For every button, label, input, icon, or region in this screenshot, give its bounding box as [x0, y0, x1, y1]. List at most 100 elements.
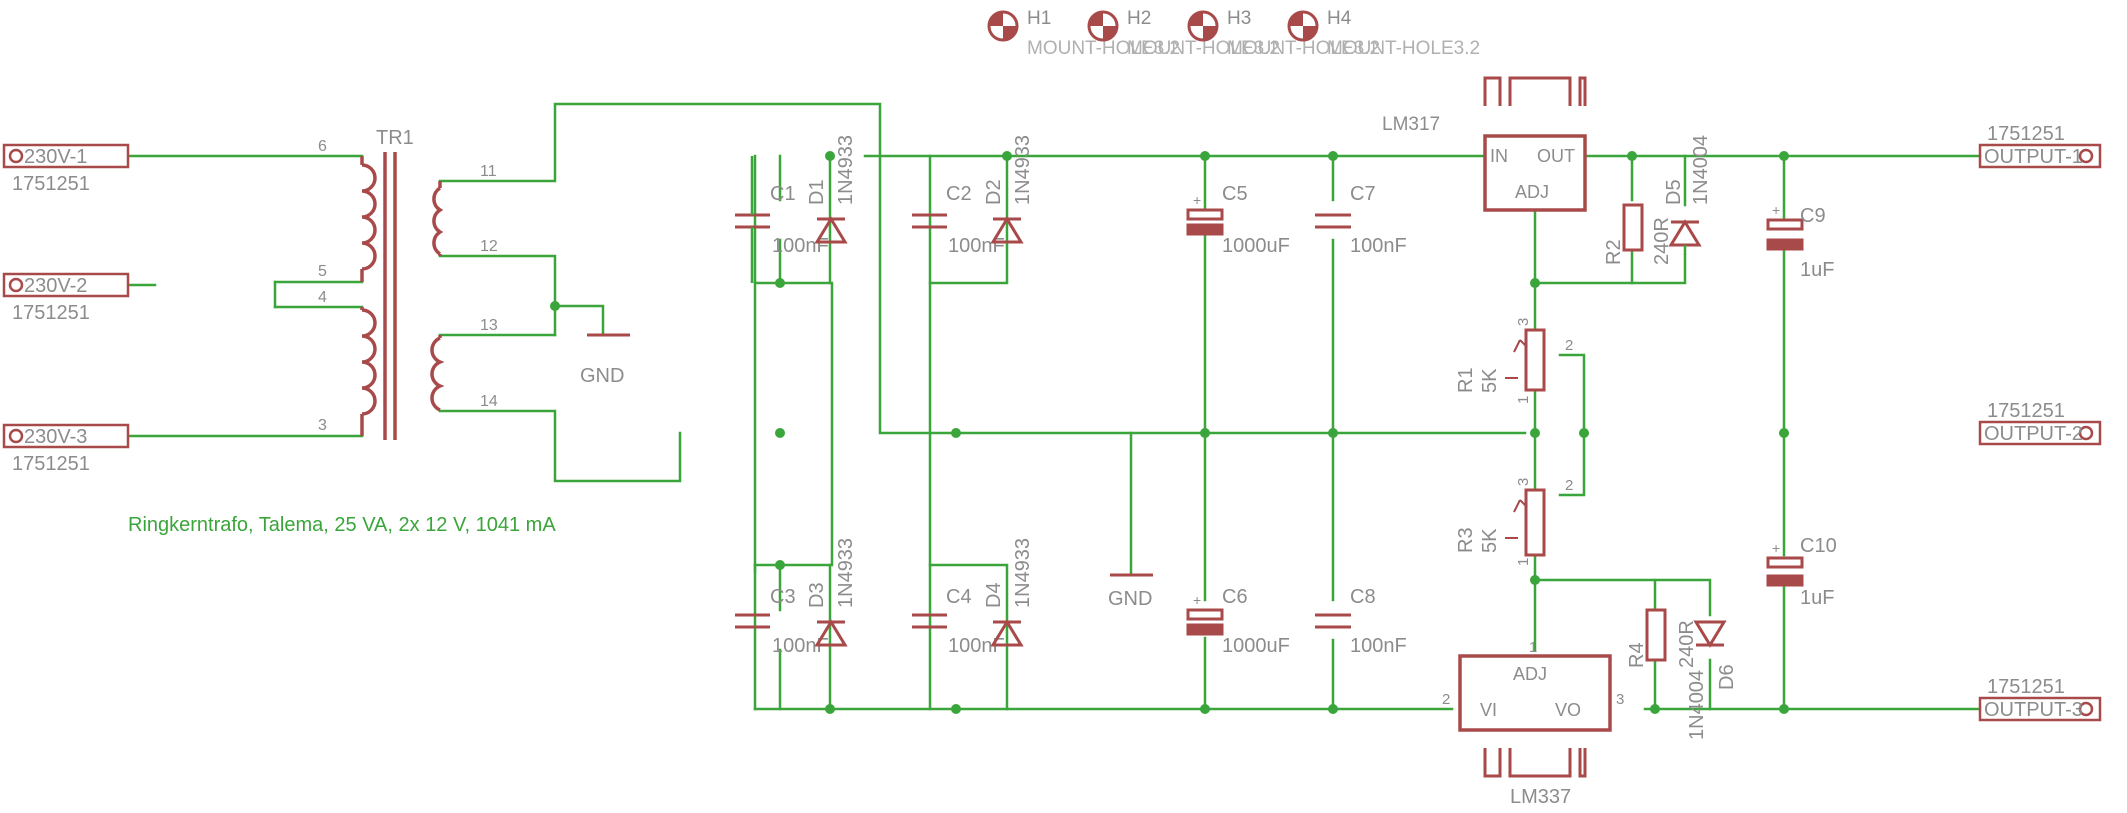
capacitor-c3[interactable]: C3 100nF: [735, 586, 829, 657]
diode-d3[interactable]: D3 1N4933: [806, 538, 857, 647]
svg-text:5K: 5K: [1479, 368, 1501, 393]
svg-text:LM337: LM337: [1510, 786, 1571, 808]
svg-text:2: 2: [1565, 337, 1573, 354]
svg-text:100nF: 100nF: [772, 235, 829, 257]
svg-text:1N4933: 1N4933: [835, 538, 857, 608]
svg-text:12: 12: [480, 238, 498, 255]
connector-output-3[interactable]: OUTPUT-3 1751251: [1978, 676, 2102, 722]
capacitor-c9[interactable]: + C9 1uF: [1766, 202, 1834, 281]
svg-text:100nF: 100nF: [772, 635, 829, 657]
svg-text:IN: IN: [1490, 146, 1508, 166]
svg-text:1: 1: [1529, 639, 1537, 656]
diode-d1[interactable]: D1 1N4933: [806, 135, 857, 244]
svg-text:C8: C8: [1350, 586, 1376, 608]
transformer-tr1[interactable]: TR1 6 5 4 3 11 12 13 14: [318, 127, 498, 440]
svg-text:5: 5: [318, 263, 327, 280]
potentiometer-r1[interactable]: R1 5K 3 2 1: [1455, 318, 1573, 404]
svg-text:1N4933: 1N4933: [1012, 538, 1034, 608]
svg-text:VO: VO: [1555, 700, 1581, 720]
svg-text:1000uF: 1000uF: [1222, 235, 1290, 257]
connector-230v-3[interactable]: 230V-3 1751251: [2, 423, 130, 475]
capacitor-c2[interactable]: C2 100nF: [912, 183, 1005, 257]
junctions: [550, 151, 1789, 714]
svg-text:3: 3: [1616, 691, 1624, 708]
svg-text:+: +: [1193, 592, 1201, 608]
capacitor-c6[interactable]: + C6 1000uF: [1186, 586, 1290, 657]
diode-d5[interactable]: D5 1N4004: [1663, 135, 1712, 255]
svg-text:1: 1: [1515, 558, 1532, 566]
svg-text:C9: C9: [1800, 205, 1826, 227]
svg-text:+: +: [1772, 540, 1780, 556]
svg-text:1N4004: 1N4004: [1686, 670, 1708, 740]
svg-text:H4: H4: [1327, 8, 1352, 29]
svg-text:240R: 240R: [1651, 217, 1673, 265]
svg-text:GND: GND: [1108, 588, 1152, 610]
connector-230v-1[interactable]: 230V-1 1751251: [2, 143, 130, 195]
svg-text:C4: C4: [946, 586, 972, 608]
diode-d4[interactable]: D4 1N4933: [983, 538, 1034, 647]
capacitor-c8[interactable]: C8 100nF: [1315, 586, 1407, 657]
svg-text:1uF: 1uF: [1800, 587, 1834, 609]
gnd-symbol-1: GND: [580, 333, 630, 387]
svg-text:3: 3: [1515, 318, 1532, 326]
svg-text:H2: H2: [1127, 8, 1151, 29]
svg-text:2: 2: [1442, 691, 1450, 708]
mount-hole-h3[interactable]: H3 MOUNT-HOLE3.2: [1187, 8, 1380, 59]
regulator-lm337[interactable]: ADJ VI VO LM337 1 2 3: [1442, 639, 1624, 808]
svg-text:1N4933: 1N4933: [1012, 135, 1034, 205]
svg-text:C1: C1: [770, 183, 796, 205]
connector-output-2[interactable]: OUTPUT-2 1751251: [1978, 400, 2102, 446]
capacitor-c7[interactable]: C7 100nF: [1315, 183, 1407, 257]
capacitor-c10[interactable]: + C10 1uF: [1766, 535, 1837, 609]
svg-text:D4: D4: [983, 582, 1005, 608]
transformer-note: Ringkerntrafo, Talema, 25 VA, 2x 12 V, 1…: [128, 514, 556, 536]
svg-text:ADJ: ADJ: [1515, 182, 1549, 202]
capacitor-c1[interactable]: C1 100nF: [735, 156, 829, 283]
svg-text:D1: D1: [806, 179, 828, 205]
connector-230v-2[interactable]: 230V-2 1751251: [2, 272, 130, 324]
svg-text:1751251: 1751251: [12, 173, 90, 195]
capacitor-c5[interactable]: + C5 1000uF: [1186, 183, 1290, 257]
connector-output-1[interactable]: OUTPUT-1 1751251: [1978, 123, 2102, 169]
svg-text:D5: D5: [1663, 179, 1685, 205]
svg-text:MOUNT-HOLE3.2: MOUNT-HOLE3.2: [1227, 38, 1380, 59]
mount-hole-h4[interactable]: H4 MOUNT-HOLE3.2: [1287, 8, 1480, 59]
svg-text:1000uF: 1000uF: [1222, 635, 1290, 657]
svg-text:13: 13: [480, 317, 498, 334]
svg-text:R2: R2: [1603, 239, 1625, 265]
svg-text:+: +: [1772, 202, 1780, 218]
svg-text:3: 3: [1515, 478, 1532, 486]
svg-text:D2: D2: [983, 179, 1005, 205]
svg-text:5K: 5K: [1479, 528, 1501, 553]
capacitor-c4[interactable]: C4 100nF: [912, 586, 1005, 657]
diode-d2[interactable]: D2 1N4933: [983, 135, 1034, 244]
svg-text:230V-1: 230V-1: [24, 146, 87, 168]
svg-text:R4: R4: [1626, 642, 1648, 668]
resistor-r2[interactable]: R2 240R: [1603, 203, 1673, 265]
regulator-lm317[interactable]: LM317 IN OUT ADJ: [1382, 76, 1587, 212]
svg-text:H1: H1: [1027, 8, 1051, 29]
diode-d6[interactable]: D6 1N4004: [1686, 620, 1738, 740]
mount-hole-h2[interactable]: H2 MOUNT-HOLE3.2: [1087, 8, 1280, 59]
svg-text:MOUNT-HOLE3.2: MOUNT-HOLE3.2: [1327, 38, 1480, 59]
svg-text:4: 4: [318, 289, 327, 306]
svg-text:VI: VI: [1480, 700, 1497, 720]
svg-text:14: 14: [480, 393, 498, 410]
svg-text:MOUNT-HOLE3.2: MOUNT-HOLE3.2: [1027, 38, 1180, 59]
svg-text:230V-2: 230V-2: [24, 275, 87, 297]
svg-text:1751251: 1751251: [12, 453, 90, 475]
resistor-r4[interactable]: R4 240R: [1626, 608, 1698, 668]
svg-text:R3: R3: [1455, 527, 1477, 553]
svg-text:3: 3: [318, 417, 327, 434]
svg-text:1N4933: 1N4933: [835, 135, 857, 205]
mount-hole-h1[interactable]: H1 MOUNT-HOLE3.2: [987, 8, 1180, 59]
svg-text:OUTPUT-2: OUTPUT-2: [1984, 423, 2083, 445]
svg-text:1751251: 1751251: [1987, 123, 2065, 145]
svg-text:+: +: [1193, 192, 1201, 208]
svg-text:1: 1: [1515, 396, 1532, 404]
potentiometer-r3[interactable]: R3 5K 3 2 1: [1455, 477, 1573, 566]
svg-text:230V-3: 230V-3: [24, 426, 87, 448]
svg-text:6: 6: [318, 138, 327, 155]
svg-text:D6: D6: [1716, 664, 1738, 690]
